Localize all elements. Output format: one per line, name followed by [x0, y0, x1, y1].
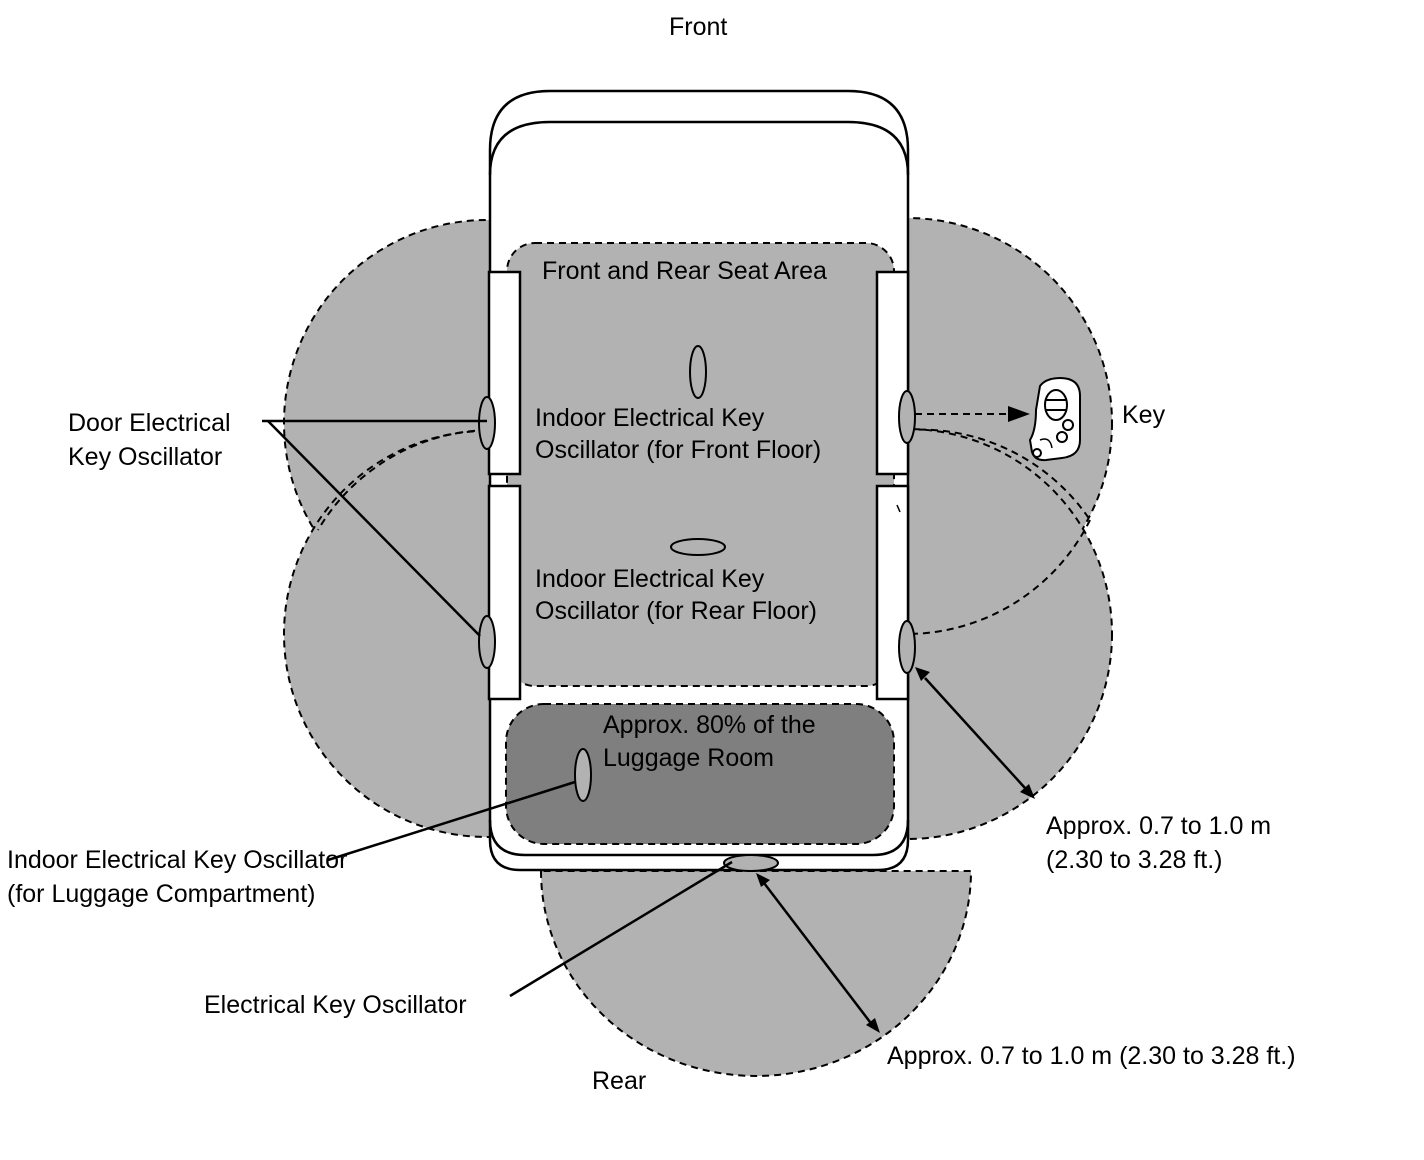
rear-floor-oscillator-label-line1: Indoor Electrical Key — [535, 565, 765, 593]
luggage-oscillator — [574, 748, 592, 802]
rear-range-label: Approx. 0.7 to 1.0 m (2.30 to 3.28 ft.) — [887, 1042, 1296, 1070]
luggage-oscillator-label-line2: (for Luggage Compartment) — [7, 880, 315, 908]
rear-range-arrow — [756, 873, 880, 1033]
electrical-oscillator-label: Electrical Key Oscillator — [204, 991, 467, 1019]
overlap-arc-right-lower — [906, 519, 1091, 635]
rear-floor-oscillator — [670, 538, 726, 556]
luggage-room-label-line2: Luggage Room — [603, 744, 774, 772]
overlap-arc-left — [317, 429, 488, 531]
door-oscillator-right-rear — [898, 620, 916, 674]
door-oscillator-left-front — [478, 396, 496, 450]
vehicle-hood-line — [488, 120, 910, 176]
key-signal-arrowhead — [1008, 406, 1030, 422]
rear-floor-oscillator-label-line2: Oscillator (for Rear Floor) — [535, 597, 817, 625]
key-label: Key — [1122, 401, 1166, 429]
door-oscillator-label-line2: Key Oscillator — [68, 443, 222, 471]
door-right-front — [875, 270, 910, 476]
overlap-arc-right — [906, 428, 1091, 521]
front-floor-oscillator-label-line1: Indoor Electrical Key — [535, 404, 765, 432]
side-range-arrow — [915, 667, 1035, 799]
door-oscillator-leader-rear — [267, 420, 481, 637]
key-fob-icon — [1028, 376, 1081, 462]
rear-bumper-oscillator — [723, 854, 779, 872]
luggage-oscillator-leader — [327, 780, 576, 862]
rear-label: Rear — [592, 1067, 646, 1095]
front-label: Front — [669, 13, 727, 41]
side-range-label-line1: Approx. 0.7 to 1.0 m — [1046, 812, 1271, 840]
door-left-rear — [487, 484, 522, 701]
luggage-room-zone — [505, 703, 895, 845]
detection-zone-rear — [539, 870, 973, 1077]
side-range-label-line2: (2.30 to 3.28 ft.) — [1046, 846, 1223, 874]
vehicle-rear-bumper-line — [488, 819, 910, 857]
electrical-oscillator-leader — [509, 860, 733, 998]
door-oscillator-label-line1: Door Electrical — [68, 409, 231, 437]
door-oscillator-left-rear — [478, 615, 496, 669]
luggage-oscillator-label-line1: Indoor Electrical Key Oscillator — [7, 846, 347, 874]
front-floor-oscillator-label-line2: Oscillator (for Front Floor) — [535, 436, 821, 464]
seat-area-label: Front and Rear Seat Area — [542, 257, 827, 285]
door-left-front — [487, 270, 522, 476]
luggage-room-label-line1: Approx. 80% of the — [603, 711, 816, 739]
front-floor-oscillator — [689, 345, 707, 399]
door-oscillator-right-front — [898, 390, 916, 444]
door-handle-mark — [896, 504, 901, 513]
